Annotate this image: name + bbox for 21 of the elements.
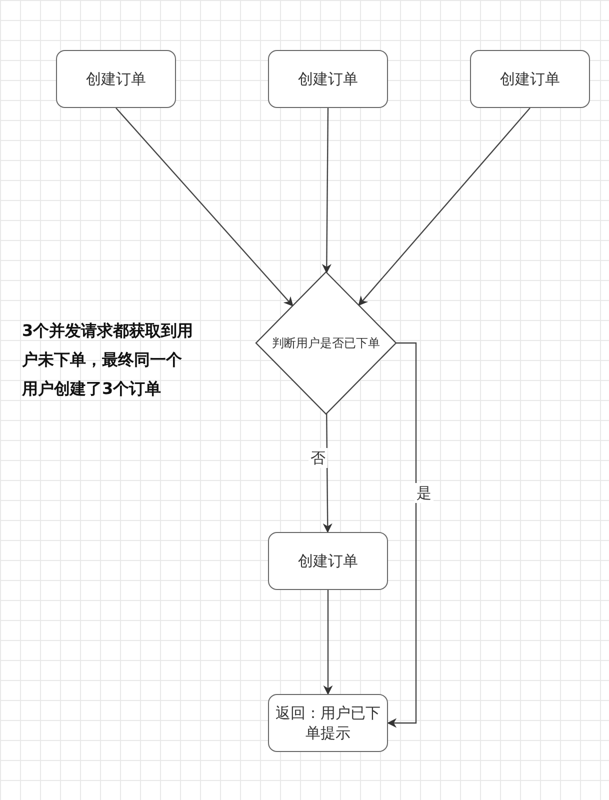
node-text: 创建订单 — [298, 550, 358, 572]
edge-label: 是 — [414, 483, 434, 503]
process-box — [268, 694, 388, 752]
node-text: 创建订单 — [86, 68, 146, 90]
edge-label: 否 — [308, 448, 328, 468]
node-text: 创建订单 — [500, 68, 560, 90]
arrow — [358, 108, 530, 306]
node-text: 创建订单 — [298, 68, 358, 90]
decision-diamond — [256, 272, 396, 414]
process-box — [470, 50, 590, 108]
arrow — [323, 590, 333, 695]
note-text: 3个并发请求都获取到用户未下单，最终同一个用户创建了3个订单 — [22, 320, 194, 400]
arrow — [387, 342, 417, 728]
node-text: 返回：用户已下单提示 — [275, 702, 381, 744]
arrow — [322, 108, 332, 274]
arrow — [322, 413, 332, 533]
arrow — [116, 108, 294, 307]
process-box — [268, 50, 388, 108]
process-box — [56, 50, 176, 108]
process-box — [268, 532, 388, 590]
node-text: 判断用户是否已下单 — [272, 334, 380, 352]
